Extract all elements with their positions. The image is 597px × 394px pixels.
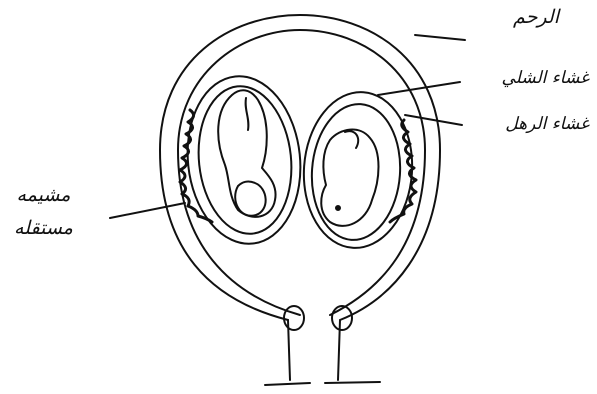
label-uterus: الرحم xyxy=(513,8,559,27)
right-fetus-body xyxy=(321,130,378,226)
uterus-inner-wall xyxy=(178,30,425,315)
leader-amnion xyxy=(405,115,462,125)
cervix-left-bulge xyxy=(284,306,304,330)
left-fetus-head xyxy=(235,182,265,216)
base-line-right xyxy=(325,382,380,383)
label-amnion: غشاء الرهل xyxy=(505,116,589,133)
right-fetus-limb xyxy=(345,131,358,148)
right-fetus-eye xyxy=(336,206,340,210)
base-line-left xyxy=(265,383,310,385)
label-placenta-line2: مستقله xyxy=(14,219,73,238)
left-fetus-arm xyxy=(246,98,249,130)
label-placenta-line1: مشيمه xyxy=(14,186,73,205)
leader-uterus xyxy=(415,35,465,40)
label-placenta: مشيمه مستقله xyxy=(14,186,73,252)
label-chorion: غشاء الشلي xyxy=(502,70,590,87)
leader-placenta xyxy=(110,203,185,218)
leader-chorion xyxy=(378,82,460,95)
